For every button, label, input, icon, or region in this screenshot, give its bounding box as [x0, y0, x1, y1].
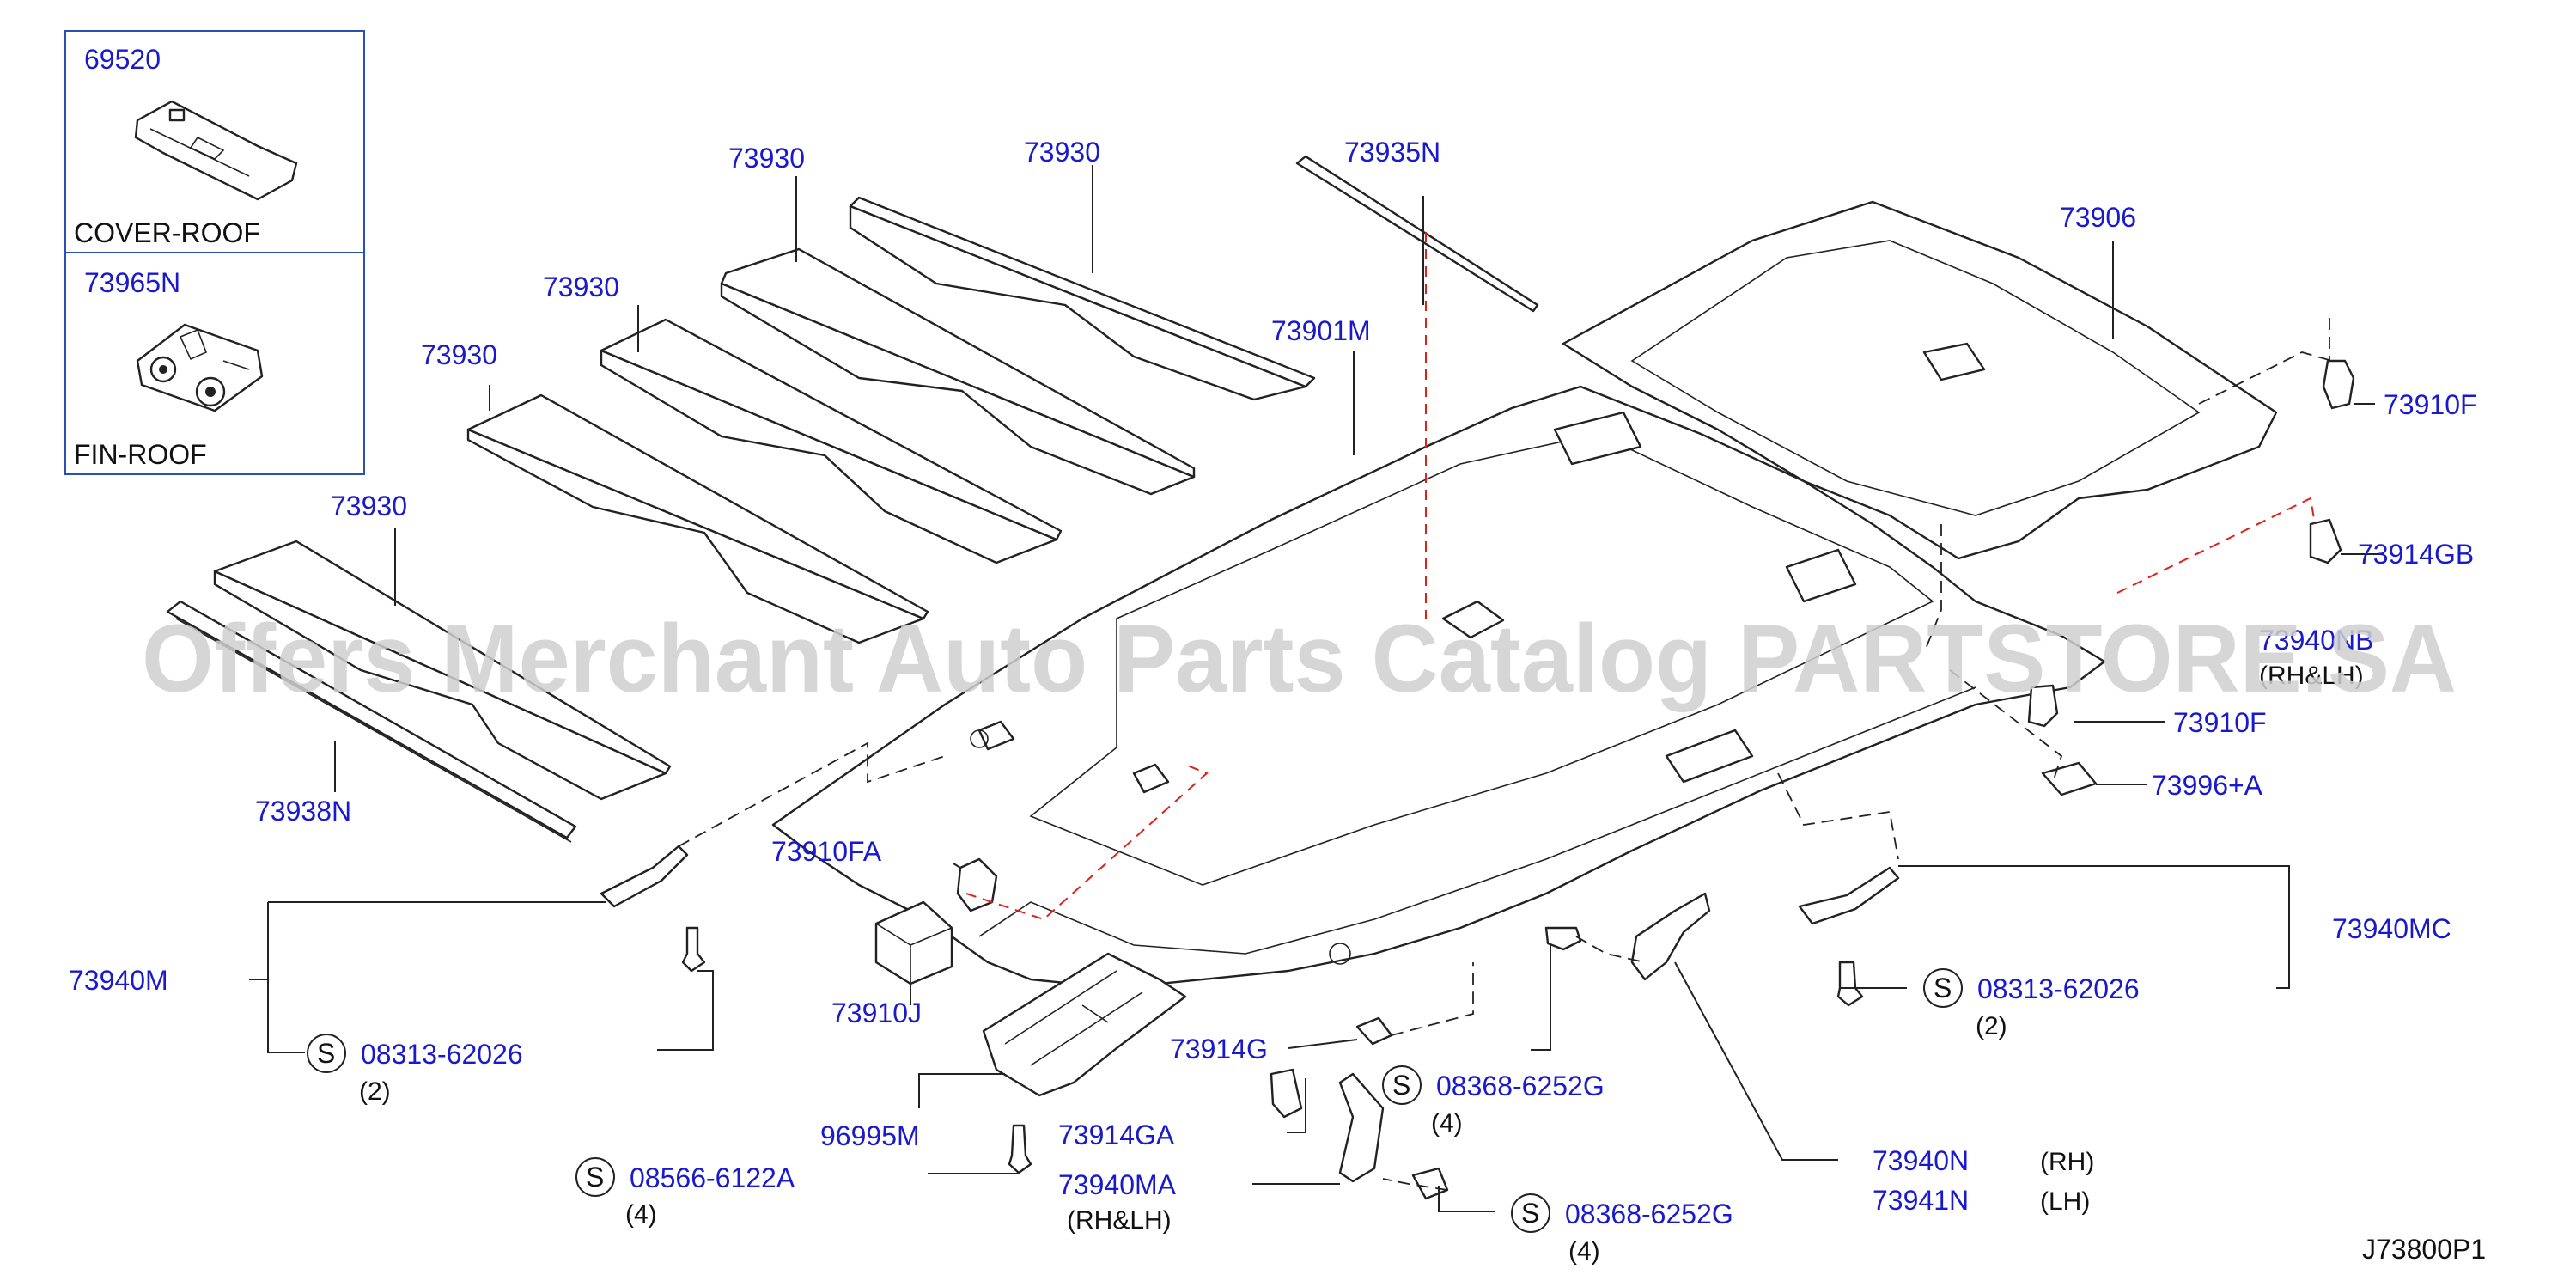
watermark: Offers Merchant Auto Parts Catalog PARTS…	[142, 605, 2457, 712]
rail-73938N	[166, 600, 577, 839]
label-73914G[interactable]: 73914G	[1170, 1034, 1268, 1065]
label-73935N[interactable]: 73935N	[1344, 137, 1440, 168]
label-73941N[interactable]: 73941N	[1873, 1185, 1969, 1216]
clip-73914G	[1355, 1016, 1393, 1046]
inset-panel: 69520 COVER-ROOF 73965N FIN-ROOF	[64, 30, 365, 475]
insulator-strip-4	[466, 428, 925, 644]
fin-roof-drawing	[136, 323, 264, 412]
label-73906[interactable]: 73906	[2060, 202, 2136, 233]
label-73940N-side: (RH)	[2040, 1148, 2094, 1176]
label-73940NB-note: (RH&LH)	[2259, 662, 2364, 690]
insulator-strip-2	[720, 282, 1196, 496]
screw-3-qty: (4)	[1431, 1109, 1463, 1138]
label-73930-c[interactable]: 73930	[543, 271, 619, 302]
small-parts	[600, 359, 2355, 1200]
inset-cover-roof-name: COVER-ROOF	[74, 217, 260, 248]
rear-headlining	[1562, 200, 2278, 560]
screw-73940MC	[1836, 961, 1864, 1007]
screw-callout-3[interactable]: S 08368-6252G (4)	[1382, 1065, 1605, 1138]
label-73910J[interactable]: 73910J	[831, 997, 922, 1028]
guide-lines	[678, 232, 2333, 1191]
label-73940M[interactable]: 73940M	[69, 965, 168, 996]
clip-73910F-a	[2322, 359, 2355, 410]
screw-callout-2[interactable]: S 08313-62026 (2)	[1923, 968, 2140, 1040]
label-73901M[interactable]: 73901M	[1271, 315, 1371, 346]
screw-2-symbol: S	[1934, 973, 1952, 1004]
screw-3-part-no[interactable]: 08368-6252G	[1436, 1071, 1605, 1101]
label-73940NB[interactable]: 73940NB	[2259, 625, 2373, 656]
screw-2-part-no[interactable]: 08313-62026	[1977, 973, 2140, 1004]
diagram-id: J73800P1	[2362, 1234, 2486, 1265]
label-73914GA[interactable]: 73914GA	[1058, 1119, 1175, 1150]
label-96995M[interactable]: 96995M	[820, 1120, 920, 1151]
label-73940MC[interactable]: 73940MC	[2332, 913, 2451, 944]
inset-fin-roof-box	[64, 252, 365, 475]
screw-grip-b	[1411, 1167, 1449, 1200]
label-73938N[interactable]: 73938N	[255, 796, 351, 827]
bracket-96995M	[982, 952, 1187, 1097]
screw-5-symbol: S	[1521, 1198, 1539, 1229]
screw-96995M	[1008, 1124, 1032, 1174]
assist-grip-73940MA	[1338, 1072, 1385, 1183]
label-73930-a[interactable]: 73930	[728, 143, 805, 174]
label-73910FA[interactable]: 73910FA	[771, 836, 882, 867]
screw-1-symbol: S	[317, 1038, 335, 1069]
part-labels: 73930 73930 73930 73930 73930 73935N 739…	[69, 137, 2486, 1265]
label-73941N-side: (LH)	[2040, 1187, 2090, 1216]
label-73914GB[interactable]: 73914GB	[2358, 539, 2474, 570]
screw-3-symbol: S	[1392, 1070, 1410, 1101]
screw-callouts: S 08313-62026 (2) S 08313-62026 (2) S 08…	[307, 968, 2140, 1266]
insulator-strip-3	[600, 349, 1058, 564]
label-73930-b[interactable]: 73930	[1024, 137, 1100, 168]
insulator-strip-5	[213, 570, 667, 801]
screw-4-symbol: S	[586, 1162, 604, 1193]
screw-grip-a	[1544, 926, 1582, 951]
screw-5-qty: (4)	[1568, 1237, 1600, 1266]
screw-73940M	[681, 926, 706, 973]
assist-grip-73940M	[600, 845, 689, 908]
clip-73914GA	[1270, 1068, 1303, 1119]
clip-73914GB	[2309, 518, 2342, 564]
label-73996A[interactable]: 73996+A	[2152, 770, 2263, 801]
label-73910F-a[interactable]: 73910F	[2384, 389, 2477, 420]
screw-5-part-no[interactable]: 08368-6252G	[1565, 1199, 1733, 1229]
cover-roof-drawing	[134, 100, 298, 201]
insulator-strip-1	[849, 204, 1307, 401]
insulator-strips	[166, 155, 1539, 843]
screw-4-qty: (4)	[625, 1200, 657, 1229]
assist-grip-73940MC	[1798, 866, 1900, 925]
label-73930-d[interactable]: 73930	[421, 339, 497, 370]
screw-callout-1[interactable]: S 08313-62026 (2)	[307, 1034, 523, 1106]
clip-73996A	[2041, 761, 2098, 796]
screw-callout-4[interactable]: S 08566-6122A (4)	[575, 1157, 795, 1229]
screw-4-part-no[interactable]: 08566-6122A	[630, 1162, 795, 1193]
label-73910F-b[interactable]: 73910F	[2173, 707, 2267, 738]
label-73940N[interactable]: 73940N	[1873, 1145, 1969, 1176]
screw-1-part-no[interactable]: 08313-62026	[361, 1039, 523, 1070]
sunroof-opening	[1441, 600, 1505, 639]
clip-73910F-b	[2027, 684, 2059, 728]
callout-lines	[249, 165, 2384, 1212]
label-73940MA[interactable]: 73940MA	[1058, 1169, 1177, 1200]
assist-grip-73940N	[1630, 892, 1711, 981]
strip-73935N	[1295, 155, 1539, 313]
headlining-panel	[771, 385, 2106, 990]
screw-2-qty: (2)	[1976, 1012, 2007, 1040]
label-73940MA-note: (RH&LH)	[1067, 1206, 1172, 1235]
label-73930-e[interactable]: 73930	[331, 491, 407, 522]
inset-cover-roof-part-no[interactable]: 69520	[84, 44, 161, 75]
inset-fin-roof-name: FIN-ROOF	[74, 439, 207, 470]
screw-1-qty: (2)	[359, 1077, 391, 1106]
inset-fin-roof-part-no[interactable]: 73965N	[84, 267, 180, 298]
screw-callout-5[interactable]: S 08368-6252G (4)	[1511, 1193, 1733, 1266]
